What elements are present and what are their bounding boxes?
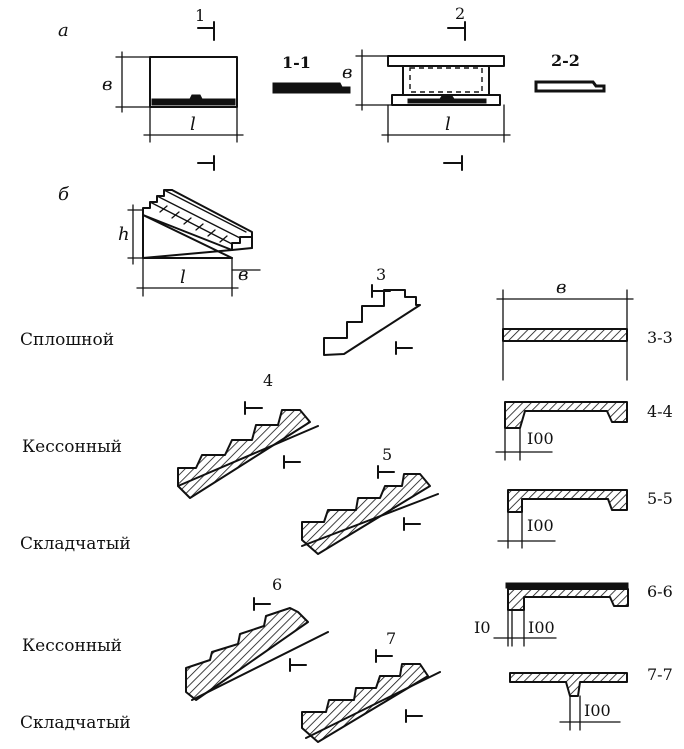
section-6-6-dim-extra: I0 bbox=[474, 618, 491, 637]
stair-perspective bbox=[127, 189, 261, 297]
stair-height-label: h bbox=[118, 224, 130, 245]
section-6-6 bbox=[493, 582, 629, 647]
section-mark-5: 5 bbox=[382, 445, 392, 464]
section-title-5-5: 5-5 bbox=[647, 489, 673, 508]
section-7-7-dim: I00 bbox=[584, 701, 611, 720]
row-label-folded-1: Складчатый bbox=[20, 534, 131, 554]
stair-width-label: в bbox=[238, 264, 248, 285]
section-mark-6: 6 bbox=[272, 575, 282, 594]
stair-4-coffered bbox=[177, 401, 319, 499]
stair-3-solid bbox=[323, 284, 421, 356]
section-title-2-2: 2-2 bbox=[551, 51, 580, 70]
panel-1-width-label: в bbox=[102, 74, 112, 95]
section-4-4-dim: I00 bbox=[527, 429, 554, 448]
row-label-folded-2: Складчатый bbox=[20, 713, 131, 733]
section-3-3-width-label: в bbox=[556, 277, 566, 298]
section-6-6-dim: I00 bbox=[528, 618, 555, 637]
section-3-3 bbox=[496, 289, 634, 381]
stair-6-coffered bbox=[185, 597, 329, 701]
stair-5-folded bbox=[301, 465, 439, 555]
section-2-2-shape bbox=[534, 80, 606, 93]
section-title-3-3: 3-3 bbox=[647, 328, 673, 347]
section-title-4-4: 4-4 bbox=[647, 402, 673, 421]
panel-1-plan bbox=[115, 21, 244, 171]
panel-2-width-label: в bbox=[342, 62, 352, 83]
section-1-1-shape bbox=[272, 82, 351, 94]
section-mark-1: 1 bbox=[195, 6, 205, 25]
section-7-7 bbox=[509, 672, 628, 731]
part-b-marker: б bbox=[58, 184, 70, 205]
section-mark-2: 2 bbox=[455, 4, 465, 23]
section-4-4 bbox=[495, 401, 628, 461]
section-mark-3: 3 bbox=[376, 265, 386, 284]
part-a-marker: а bbox=[58, 20, 69, 41]
section-title-1-1: 1-1 bbox=[282, 53, 311, 72]
section-5-5 bbox=[497, 489, 628, 549]
row-label-coffered-1: Кессонный bbox=[22, 437, 122, 457]
stair-7-folded bbox=[301, 649, 441, 743]
section-mark-7: 7 bbox=[386, 629, 396, 648]
panel-1-length-label: l bbox=[190, 114, 196, 135]
panel-2-length-label: l bbox=[445, 114, 451, 135]
section-title-6-6: 6-6 bbox=[647, 582, 673, 601]
stair-length-label: l bbox=[180, 267, 186, 288]
section-title-7-7: 7-7 bbox=[647, 665, 673, 684]
row-label-coffered-2: Кессонный bbox=[22, 636, 122, 656]
section-5-5-dim: I00 bbox=[527, 516, 554, 535]
panel-2-plan bbox=[355, 21, 511, 171]
row-label-solid: Сплошной bbox=[20, 330, 114, 350]
section-mark-4: 4 bbox=[263, 371, 273, 390]
